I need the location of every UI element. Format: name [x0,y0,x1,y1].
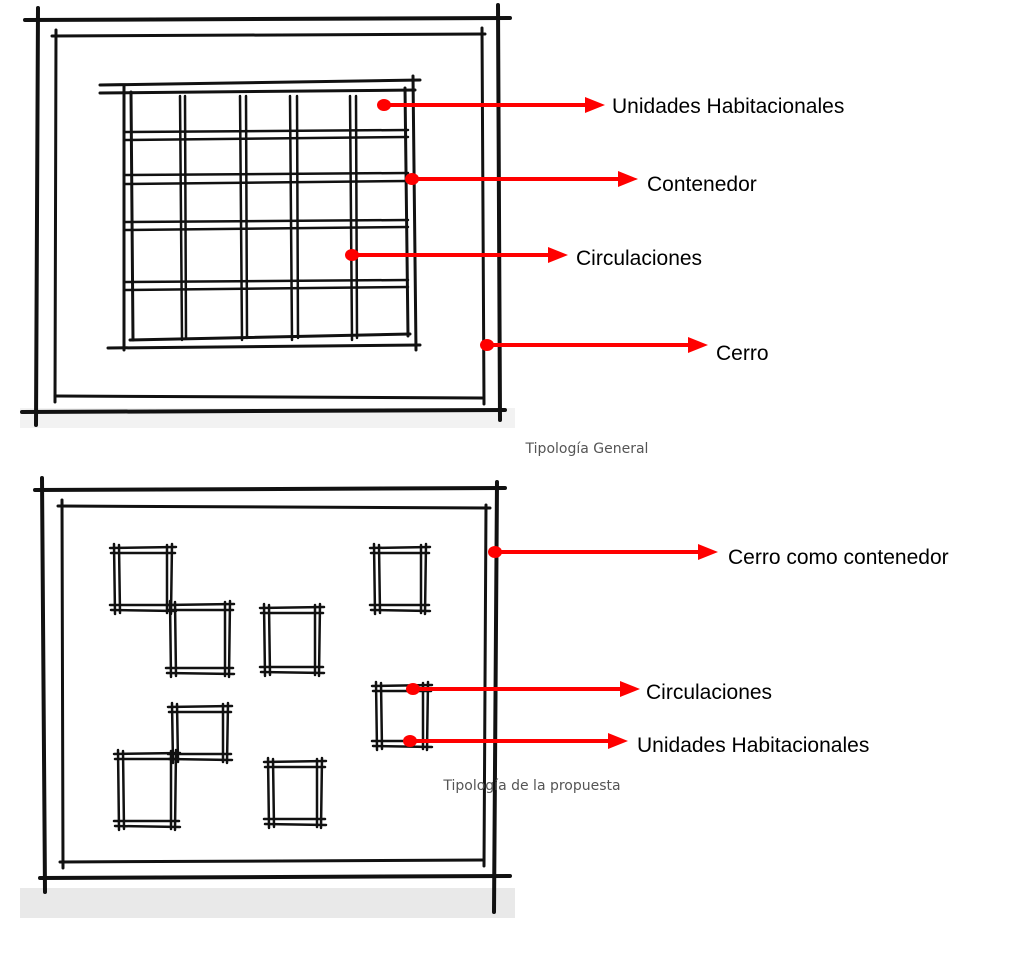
grid-horizontal-line [122,128,410,134]
top-label-hill: Cerro [716,342,769,365]
arrow-container [405,171,638,187]
grid-vertical-line [295,94,300,340]
arrow-dot [405,173,419,185]
bottom-inner-frame [56,498,492,870]
top-caption: Tipología General [525,441,649,457]
box-edge [164,602,236,607]
box-edge [271,757,276,829]
top-label-container: Contenedor [647,173,757,196]
arrow-dot [488,546,502,558]
grid-horizontal-line [122,225,410,232]
top-label-units: Unidades Habitacionales [612,95,844,118]
arrow-hill [480,337,708,353]
bottom-arrows [403,544,718,749]
unit-box [164,599,236,679]
unit-box [258,602,326,678]
bottom-label-hill-container: Cerro como contenedor [728,546,949,569]
box-edge [372,542,377,616]
box-edge [425,680,430,752]
box-edge [379,681,384,751]
arrow-circulations [345,247,568,263]
box-edge [112,751,182,756]
top-units-grid [122,94,410,342]
arrow-units [377,97,605,113]
unit-box [112,748,182,832]
box-edge [319,756,324,830]
box-edge [266,756,271,830]
arrow-head [688,337,708,353]
box-edge [113,824,182,829]
box-edge [423,542,428,616]
grid-vertical-line [178,94,184,342]
grid-horizontal-line [122,285,410,292]
box-edge [259,670,326,675]
arrow-dot [406,683,420,695]
bottom-label-circulations: Circulaciones [646,681,772,704]
bottom-label-units: Unidades Habitacionales [637,734,869,757]
box-edge [109,608,178,613]
grid-horizontal-line [122,171,410,177]
top-diagram: Unidades Habitacionales Contenedor Circu… [20,3,844,457]
grid-vertical-line [183,94,188,340]
arrow-dot [377,99,391,111]
bottom-diagram: Cerro como contenedor Circulaciones Unid… [20,476,949,918]
box-edge [262,759,328,764]
unit-box [368,542,432,616]
box-edge [258,605,326,610]
arrow-hill-container [488,544,718,560]
top-label-circulations: Circulaciones [576,247,702,270]
arrow-dot [345,249,359,261]
box-edge [112,542,117,616]
bottom-outer-frame [33,476,512,914]
arrow-dot [480,339,494,351]
box-edge [166,704,234,709]
grid-vertical-line [238,94,244,342]
box-edge [267,603,272,677]
arrow-head [698,544,718,560]
grid-horizontal-line [122,278,410,284]
unit-box [262,756,328,830]
grid-vertical-line [244,94,249,340]
box-edge [317,602,322,678]
box-edge [374,680,379,752]
grid-vertical-line [348,94,354,342]
arrow-units [403,733,628,749]
box-edge [227,599,232,679]
box-edge [173,600,178,678]
grid-horizontal-line [122,218,410,224]
arrow-head [548,247,568,263]
box-edge [117,543,122,615]
bottom-caption: Tipología de la propuesta [442,778,620,794]
grid-horizontal-line [122,135,410,142]
box-edge [116,748,121,832]
box-edge [168,599,173,679]
arrow-head [618,171,638,187]
box-edge [108,545,178,550]
top-arrows [345,97,708,353]
bottom-units [108,542,434,832]
box-edge [121,749,126,831]
box-edge [173,748,178,832]
box-edge [225,701,230,765]
arrow-circulations [406,681,640,697]
box-edge [377,543,382,615]
grid-vertical-line [288,94,294,342]
arrow-dot [403,735,417,747]
bottom-scan-edge [20,888,515,918]
arrow-head [608,733,628,749]
grid-horizontal-line [122,179,410,186]
arrow-head [620,681,640,697]
top-outer-frame [20,3,512,427]
top-container [98,74,422,352]
box-edge [262,602,267,678]
unit-box [108,542,178,616]
arrow-head [585,97,605,113]
grid-vertical-line [354,94,359,340]
box-edge [165,671,236,676]
